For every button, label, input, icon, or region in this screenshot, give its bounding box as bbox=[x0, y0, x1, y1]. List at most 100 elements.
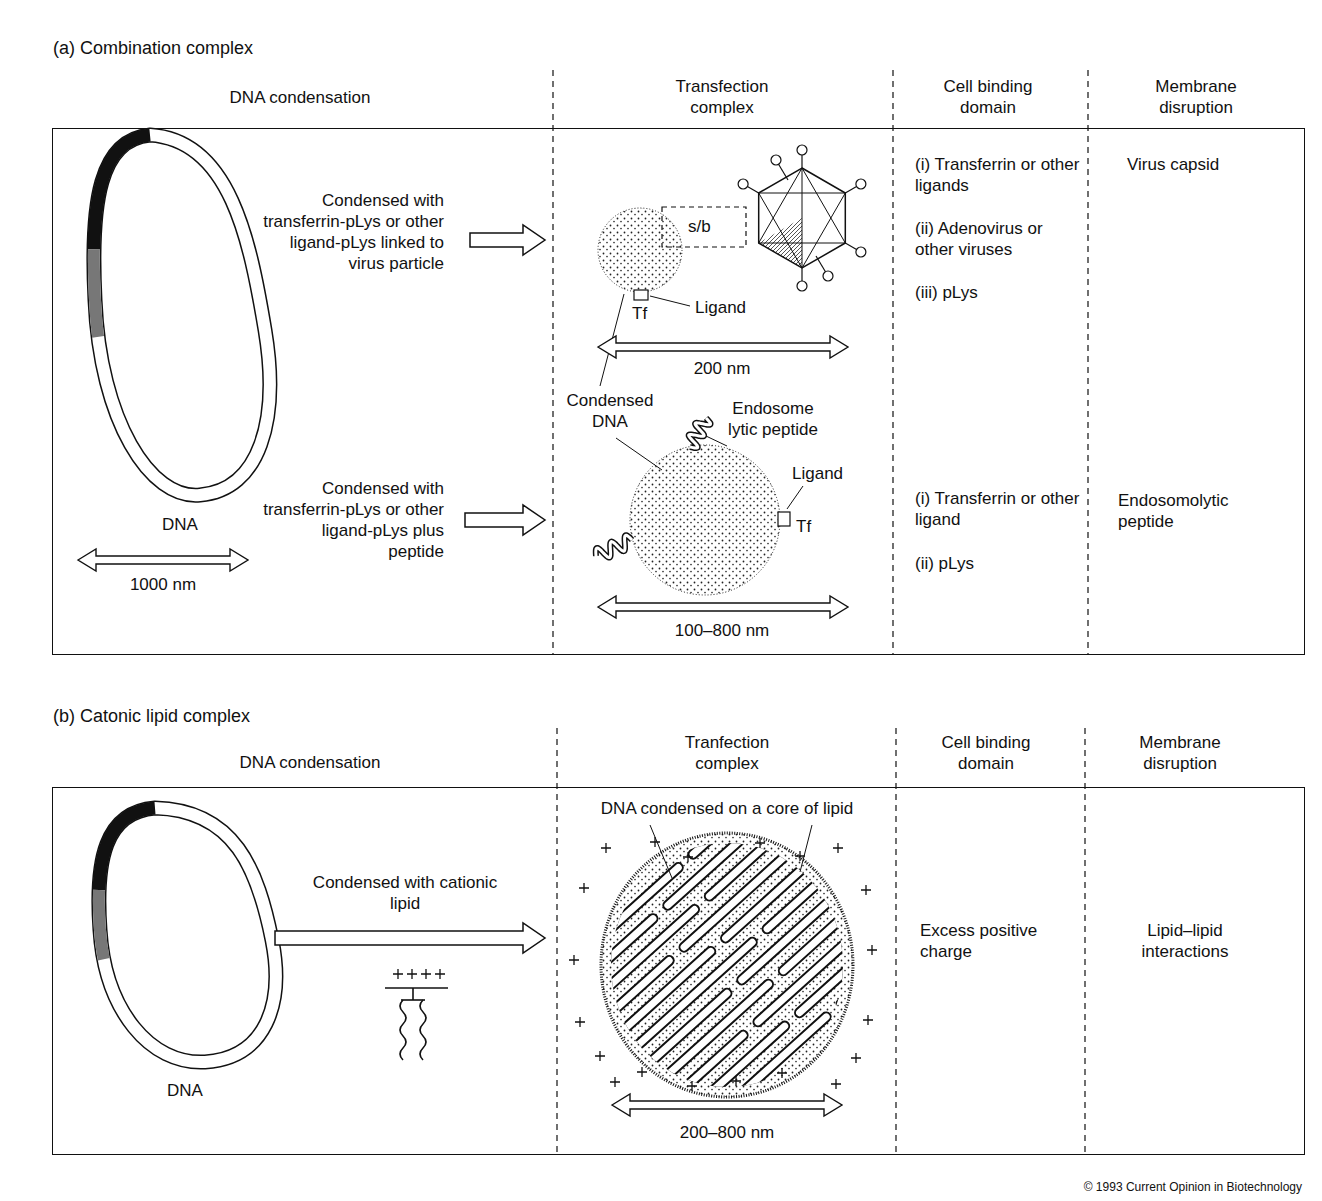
plus-sign bbox=[861, 885, 871, 895]
dna-strand bbox=[650, 984, 769, 1091]
dimension-arrow bbox=[78, 549, 248, 571]
column-header: Membrane disruption bbox=[1136, 76, 1256, 118]
fiber-knob bbox=[771, 155, 781, 165]
column-header: Membrane disruption bbox=[1120, 732, 1240, 774]
part-label: DNA bbox=[155, 1080, 215, 1101]
disruption-item: Virus capsid bbox=[1127, 154, 1287, 175]
panel-box: (a) Combination complex bbox=[52, 128, 1305, 655]
dimension-label: 100–800 nm bbox=[662, 620, 782, 641]
binding-item: Excess positive charge bbox=[920, 920, 1070, 962]
plus-sign bbox=[863, 1015, 873, 1025]
dimension-arrow bbox=[598, 336, 848, 358]
helix-outline bbox=[689, 418, 711, 448]
capsid-edge bbox=[759, 168, 802, 243]
dna-strand bbox=[579, 909, 694, 1013]
column-header: Transfection complex bbox=[657, 76, 787, 118]
disruption-item: Lipid–lipid interactions bbox=[1120, 920, 1250, 962]
capsid-edge bbox=[802, 168, 803, 268]
plus-sign bbox=[610, 1077, 620, 1087]
step-label: Condensed with transferrin-pLys or other… bbox=[262, 478, 444, 562]
binding-item: (ii) Adenovirus or other viruses bbox=[915, 218, 1080, 260]
dimension-label: 200 nm bbox=[682, 358, 762, 379]
panel-title: (a) Combination complex bbox=[53, 37, 253, 59]
dna-strand bbox=[841, 947, 903, 1003]
ligand-label: Tf bbox=[632, 303, 662, 324]
lytic-peptide bbox=[596, 418, 711, 558]
dna-strand bbox=[767, 869, 833, 929]
column-divider bbox=[553, 70, 1088, 1155]
linker-label: s/b bbox=[688, 216, 728, 237]
column-header: Cell binding domain bbox=[928, 76, 1048, 118]
disruption-item: Endosomolytic peptide bbox=[1118, 490, 1278, 532]
fiber-knob bbox=[823, 271, 833, 281]
plus-sign bbox=[601, 843, 611, 853]
plus-sign bbox=[833, 843, 843, 853]
capsid-outline bbox=[759, 168, 846, 268]
capsid-edge bbox=[759, 193, 802, 268]
dna-plasmid bbox=[99, 808, 276, 1062]
dna-strand bbox=[692, 1017, 827, 1138]
step-label: Condensed with cationic lipid bbox=[310, 872, 500, 914]
dna-plasmid bbox=[94, 135, 270, 495]
plus-sign bbox=[393, 969, 403, 979]
ligand-box bbox=[778, 512, 790, 526]
plus-sign bbox=[777, 1068, 787, 1078]
plus-sign bbox=[687, 1081, 697, 1091]
plus-sign bbox=[795, 851, 805, 861]
plus-sign bbox=[575, 1017, 585, 1027]
fiber-knob bbox=[738, 179, 748, 189]
fiber-knob bbox=[856, 179, 866, 189]
dna-strand bbox=[841, 947, 903, 1003]
dna-strand bbox=[650, 984, 769, 1091]
fiber-knob bbox=[856, 247, 866, 257]
part-label: Endosome lytic peptide bbox=[718, 398, 828, 440]
virus-capsid bbox=[738, 145, 866, 291]
binding-item: (i) Transferrin or other ligand bbox=[915, 488, 1080, 530]
column-header: DNA condensation bbox=[210, 752, 410, 773]
column-header: Tranfection complex bbox=[662, 732, 792, 774]
plus-sign bbox=[755, 838, 765, 848]
column-header: Cell binding domain bbox=[926, 732, 1046, 774]
plus-sign bbox=[867, 945, 877, 955]
dna-strand bbox=[579, 909, 694, 1013]
condensed-dna-sphere bbox=[630, 445, 780, 595]
dna-strand bbox=[758, 916, 875, 1022]
plus-sign bbox=[683, 852, 693, 862]
part-label: DNA condensed on a core of lipid bbox=[587, 798, 867, 819]
plus-sign bbox=[435, 969, 445, 979]
panel-title: (b) Catonic lipid complex bbox=[53, 705, 250, 727]
plus-sign bbox=[569, 955, 579, 965]
helix-outline bbox=[596, 535, 632, 557]
dna-strand bbox=[551, 791, 903, 1138]
dna-strand bbox=[684, 838, 805, 947]
cationic-lipid-symbol bbox=[385, 988, 448, 1060]
plus-sign bbox=[407, 969, 417, 979]
dimension-arrow bbox=[598, 596, 848, 618]
plus-sign bbox=[650, 837, 660, 847]
ligand-label: Ligand bbox=[695, 297, 765, 318]
leader-line bbox=[650, 296, 690, 306]
binding-item: (i) Transferrin or other ligands bbox=[915, 154, 1080, 196]
plus-sign bbox=[579, 883, 589, 893]
capsid-edge bbox=[802, 193, 845, 268]
plus-sign bbox=[731, 1076, 741, 1086]
dna-strand bbox=[668, 807, 777, 905]
plus-sign bbox=[831, 1079, 841, 1089]
fiber-knob bbox=[797, 281, 807, 291]
dimension-label: 200–800 nm bbox=[667, 1122, 787, 1143]
dimension-label: 1000 nm bbox=[113, 574, 213, 595]
dna-strand bbox=[742, 885, 848, 980]
dna-strand bbox=[767, 869, 833, 929]
panel-box: (b) Catonic lipid complex bbox=[52, 787, 1305, 1155]
column-header: DNA condensation bbox=[200, 87, 400, 108]
part-label: Condensed DNA bbox=[555, 390, 665, 432]
binding-item: (iii) pLys bbox=[915, 282, 1080, 303]
fiber-knob bbox=[797, 145, 807, 155]
ligand-box bbox=[634, 290, 648, 300]
plus-sign bbox=[595, 1051, 605, 1061]
helix-ribbon bbox=[689, 418, 711, 448]
helix-ribbon bbox=[596, 535, 632, 557]
plus-sign bbox=[637, 1067, 647, 1077]
dna-strand bbox=[684, 838, 805, 947]
dimension-arrow bbox=[612, 1094, 842, 1116]
